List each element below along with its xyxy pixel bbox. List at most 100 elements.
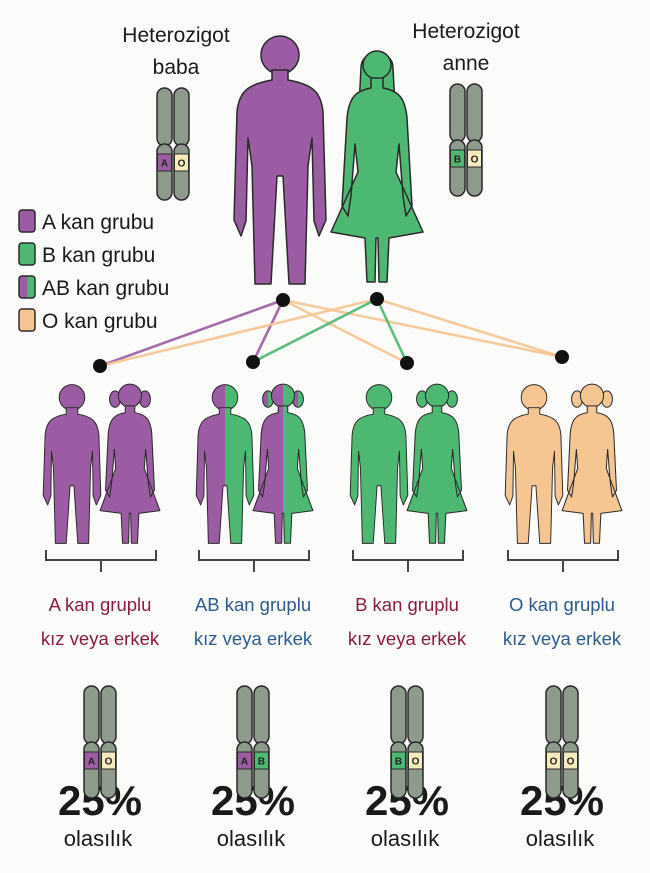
probability-label: olasılık [217,826,286,851]
legend-swatch [18,308,36,332]
allele-label: O [550,757,558,768]
inheritance-line [282,298,563,359]
chromatid-upper-arm [466,83,483,143]
allele-band [101,751,116,770]
legend-swatch [18,242,36,266]
allele-label: O [178,159,186,170]
boy-figure [42,384,102,544]
chromatid-lower-arm [100,741,117,799]
allele-label: B [258,757,265,768]
probability-label: olasılık [371,826,440,851]
probability-percent: 25% [520,777,604,824]
offspring-caption-sub: kız veya erkek [503,628,622,649]
allele-label: O [105,757,113,768]
chromatid-upper-arm [545,685,562,745]
chromatid-lower-arm [156,143,173,201]
boy-figure [195,384,255,544]
father-figure [233,35,327,285]
allele-band [563,751,578,770]
allele-band [254,751,269,770]
legend-item-o: O kan grubu [18,308,158,333]
mother-label: Heterozigot [412,20,520,43]
chromatid-upper-arm [100,685,117,745]
legend-label: B kan grubu [42,244,155,267]
probability-percent: 25% [58,777,142,824]
legend-label: A kan grubu [42,211,154,234]
bracket [507,550,619,572]
allele-band [157,153,172,172]
chromatid-lower-arm [545,741,562,799]
offspring-caption: AB kan gruplu [195,594,311,615]
chromatid-lower-arm [466,139,483,197]
probability-label: olasılık [526,826,595,851]
offspring-dot [400,356,414,370]
allele-label: B [395,757,402,768]
allele-band [84,751,99,770]
bracket [45,550,157,572]
chromatid-lower-arm [253,741,270,799]
father-label-role: baba [153,56,200,79]
offspring-caption: A kan gruplu [49,594,152,615]
offspring-dot [555,350,569,364]
legend-item-a: A kan grubu [18,209,154,234]
chromatid-upper-arm [562,685,579,745]
father-label: Heterozigot [122,24,230,47]
allele-label: O [567,757,575,768]
inheritance-lines [93,292,569,373]
inheritance-line [375,298,409,364]
allele-label: O [412,757,420,768]
boy-figure [504,384,564,544]
chromatid-upper-arm [253,685,270,745]
boy-figure [349,384,409,544]
probability-label: olasılık [64,826,133,851]
chromatid-upper-arm [83,685,100,745]
girl-figure [99,383,161,544]
girl-figure [561,383,623,544]
legend-swatch [18,209,36,233]
chromatid-upper-arm [236,685,253,745]
offspring-caption-sub: kız veya erkek [41,628,160,649]
mother-label-role: anne [443,52,490,75]
legend-label: AB kan grubu [42,277,169,300]
allele-band [174,153,189,172]
inheritance-line [252,297,378,364]
chromatid-upper-arm [390,685,407,745]
legend-swatch [18,275,36,299]
allele-label: A [161,159,168,170]
chromatid-lower-arm [83,741,100,799]
offspring-caption: B kan gruplu [355,594,459,615]
allele-label: A [241,757,248,768]
chromatid-lower-arm [449,139,466,197]
chromatid-upper-arm [156,87,173,147]
offspring-group-ab: AB kan gruplu kız veya erkek 25%olasılık [194,383,314,851]
inheritance-line [376,297,563,359]
mother-figure [330,50,424,283]
offspring-dot [93,359,107,373]
bracket [198,550,310,572]
allele-label: O [471,155,479,166]
legend-item-b: B kan grubu [18,242,155,267]
legend-item-ab: AB kan grubu [18,275,169,300]
allele-band [391,751,406,770]
offspring-caption-sub: kız veya erkek [194,628,313,649]
chromatid-lower-arm [407,741,424,799]
inheritance-line [99,297,378,368]
allele-band [408,751,423,770]
father-gamete-dot [276,293,290,307]
chromatid-upper-arm [449,83,466,143]
offspring-caption-sub: kız veya erkek [348,628,467,649]
chromatid-upper-arm [173,87,190,147]
chromatid-lower-arm [236,741,253,799]
allele-band [467,149,482,168]
probability-percent: 25% [211,777,295,824]
